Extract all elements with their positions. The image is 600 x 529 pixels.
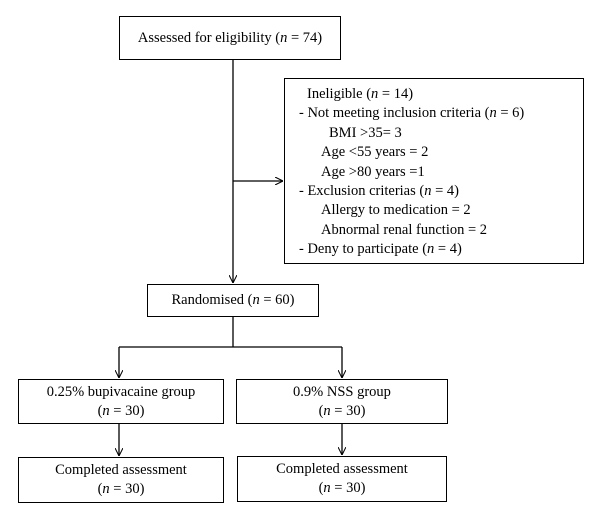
randomised-value: = 60) <box>259 292 295 308</box>
bupivacaine-group-n-symbol: n <box>102 402 110 419</box>
bupivacaine-group-box: 0.25% bupivacaine group (n = 30) <box>18 379 224 424</box>
nss-group-box: 0.9% NSS group (n = 30) <box>236 379 448 424</box>
bupivacaine-group-count-open: ( <box>97 402 103 419</box>
exclusion-heading: - Exclusion criterias (n = 4) <box>299 182 583 201</box>
ineligible-title-label: Ineligible ( <box>307 86 372 102</box>
exclusion-n-symbol: n <box>424 183 432 200</box>
inclusion-label: - Not meeting inclusion criteria ( <box>299 105 490 122</box>
nss-group-n-symbol: n <box>323 402 331 419</box>
assessed-label: Assessed for eligibility ( <box>137 29 281 46</box>
bupivacaine-completed-n-value: = 30) <box>109 481 145 497</box>
deny-n-symbol: n <box>427 241 435 258</box>
nss-completed-count-open: ( <box>318 480 324 496</box>
bupivacaine-group-n-value: = 30) <box>109 402 145 419</box>
nss-group-count: (n = 30) <box>319 402 366 421</box>
nss-completed-n-value: = 30) <box>330 480 366 496</box>
exclusion-item-allergy: Allergy to medication = 2 <box>321 202 471 219</box>
assessed-value: = 74) <box>287 29 323 46</box>
ineligible-box: Ineligible (n = 14) - Not meeting inclus… <box>284 78 584 264</box>
nss-completed-box: Completed assessment (n = 30) <box>237 456 447 502</box>
bupivacaine-completed-count-open: ( <box>97 481 103 497</box>
inclusion-heading: - Not meeting inclusion criteria (n = 6) <box>299 104 583 123</box>
ineligible-title: Ineligible (n = 14) <box>299 85 583 104</box>
nss-group-count-open: ( <box>318 402 324 419</box>
exclusion-value: = 4) <box>431 183 459 200</box>
nss-group-name: 0.9% NSS group <box>293 383 391 400</box>
inclusion-n-symbol: n <box>489 105 497 122</box>
bupivacaine-group-name: 0.25% bupivacaine group <box>46 383 196 400</box>
inclusion-item-age-under-55: Age <55 years = 2 <box>321 144 429 161</box>
bupivacaine-completed-label: Completed assessment <box>55 462 187 478</box>
inclusion-item-bmi: BMI >35= 3 <box>329 124 402 141</box>
assessed-box: Assessed for eligibility (n = 74) <box>119 16 341 60</box>
nss-completed-n-symbol: n <box>323 480 331 496</box>
exclusion-item-renal: Abnormal renal function = 2 <box>321 221 488 238</box>
bupivacaine-completed-box: Completed assessment (n = 30) <box>18 457 224 503</box>
randomised-box: Randomised (n = 60) <box>147 284 319 317</box>
deny-heading: - Deny to participate (n = 4) <box>299 240 583 259</box>
assessed-n-symbol: n <box>280 29 288 46</box>
deny-label: - Deny to participate ( <box>299 241 428 258</box>
nss-completed-label: Completed assessment <box>276 461 408 477</box>
nss-completed-count: (n = 30) <box>319 479 366 498</box>
bupivacaine-completed-count: (n = 30) <box>98 480 145 499</box>
bupivacaine-completed-n-symbol: n <box>102 481 110 497</box>
ineligible-title-value: = 14) <box>378 86 414 102</box>
randomised-n-symbol: n <box>252 292 260 308</box>
exclusion-label: - Exclusion criterias ( <box>299 183 425 200</box>
inclusion-value: = 6) <box>496 105 525 122</box>
inclusion-item-age-over-80: Age >80 years =1 <box>321 163 425 180</box>
nss-group-n-value: = 30) <box>330 402 366 419</box>
assessed-text: Assessed for eligibility (n = 74) <box>138 29 322 48</box>
deny-value: = 4) <box>434 241 462 258</box>
ineligible-title-n-symbol: n <box>371 86 379 102</box>
bupivacaine-group-count: (n = 30) <box>98 402 145 421</box>
randomised-text: Randomised (n = 60) <box>172 291 295 310</box>
randomised-label: Randomised ( <box>171 292 253 308</box>
